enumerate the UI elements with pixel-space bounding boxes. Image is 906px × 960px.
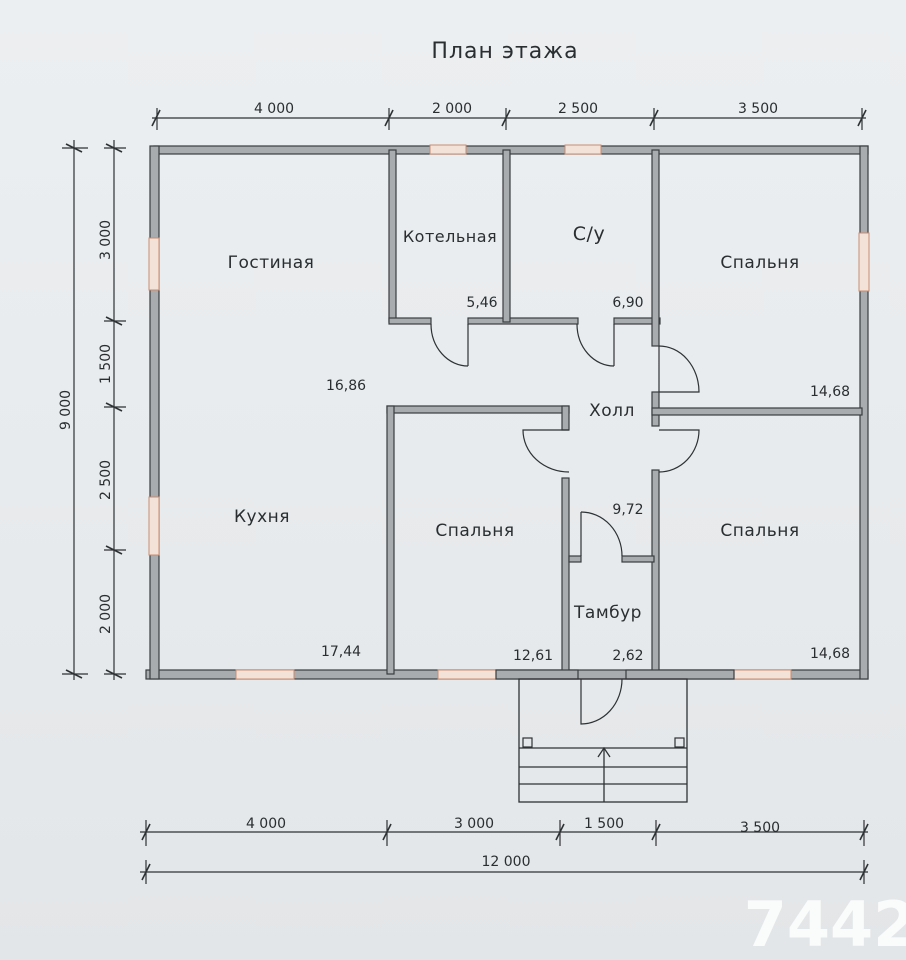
dim-left-3: 2 500 [98,460,114,500]
room-name-bedroom-se: Спальня [720,521,799,541]
dim-bottom-2: 3 000 [454,816,494,832]
dim-top-3: 2 500 [558,101,598,117]
watermark-number: 7442 [744,888,906,960]
dim-bottom-3: 1 500 [584,816,624,832]
room-area-kitchen: 17,44 [321,644,361,660]
room-area-wc: 6,90 [612,295,643,311]
plan-title: План этажа [431,39,578,64]
room-name-bedroom-ne: Спальня [720,253,799,273]
dim-top-1: 4 000 [254,101,294,117]
room-area-bedroom-se: 14,68 [810,646,850,662]
dim-left-1: 3 000 [98,220,114,260]
room-name-boiler: Котельная [403,227,497,246]
room-name-vestibule: Тамбур [573,603,642,623]
dimension-chain-bottom: 4 000 3 000 1 500 3 500 12 000 [140,816,869,884]
dim-bottom-1: 4 000 [246,816,286,832]
dim-total-width: 12 000 [482,854,531,870]
room-name-wc: С/у [573,223,605,245]
room-area-boiler: 5,46 [466,295,497,311]
interior-walls [386,149,863,676]
room-name-bedroom-c: Спальня [435,521,514,541]
room-area-bedroom-c: 12,61 [513,648,553,664]
dimension-chain-left: 3 000 1 500 2 500 2 000 9 000 [58,140,126,680]
windows [148,144,870,680]
room-name-kitchen: Кухня [234,507,290,527]
room-name-living: Гостиная [228,253,315,273]
dim-bottom-4: 3 500 [740,820,780,836]
doors [430,323,700,725]
dim-total-height: 9 000 [58,390,74,430]
room-area-bedroom-ne: 14,68 [810,384,850,400]
dim-left-4: 2 000 [98,594,114,634]
room-area-vestibule: 2,62 [612,648,643,664]
porch [495,669,735,803]
room-area-living: 16,86 [326,378,366,394]
dim-top-2: 2 000 [432,101,472,117]
dimension-chain-top: 4 000 2 000 2 500 3 500 [151,101,867,130]
room-name-hall: Холл [589,401,635,421]
room-area-hall: 9,72 [612,502,643,518]
dim-top-4: 3 500 [738,101,778,117]
room-labels: Гостиная 16,86 Котельная 5,46 С/у 6,90 С… [228,223,850,664]
dim-left-2: 1 500 [98,344,114,384]
